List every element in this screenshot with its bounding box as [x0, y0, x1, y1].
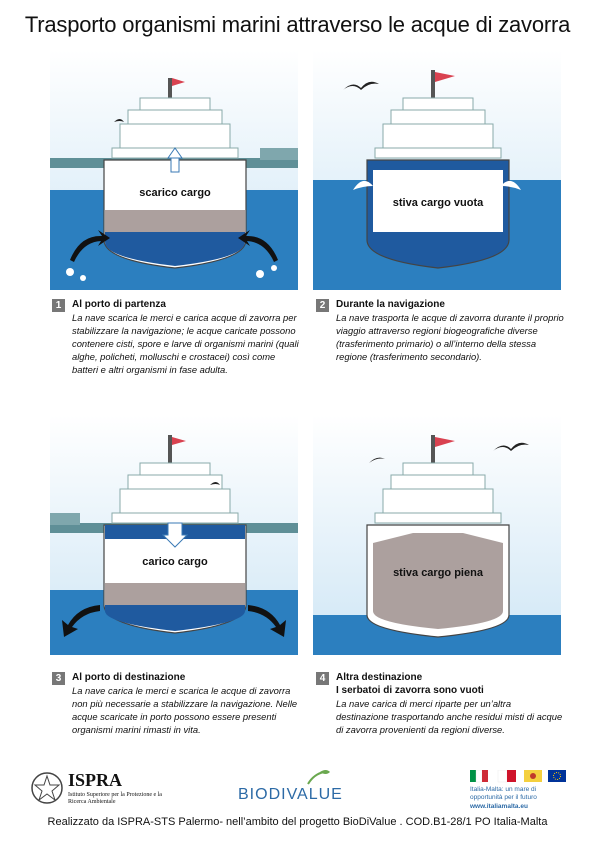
biodivalue-logo: BIODIVALUE: [238, 768, 358, 808]
italia-malta-url: www.italiamalta.eu: [470, 803, 528, 810]
caption-step-2: 2 Durante la navigazione La nave traspor…: [316, 298, 566, 363]
bird: [210, 482, 220, 485]
up-arrow: [167, 147, 183, 173]
page-title: Trasporto organismi marini attraverso le…: [24, 12, 571, 37]
flag: [435, 437, 455, 447]
caption-heading: Altra destinazione: [336, 672, 423, 683]
step-number: 2: [316, 299, 329, 312]
panel-label: carico cargo: [142, 556, 208, 568]
cargo-hold: [105, 583, 245, 605]
panel-label: stiva cargo piena: [393, 567, 484, 579]
illustration-destination-port: carico cargo: [50, 415, 298, 655]
dock-building: [260, 148, 298, 160]
flag: [172, 437, 186, 445]
dock-building: [50, 513, 80, 525]
step-number: 4: [316, 672, 329, 685]
full-cargo-hold: [373, 533, 503, 629]
step-number: 3: [52, 672, 65, 685]
illustration-departure-port: scarico cargo: [50, 50, 298, 290]
flag: [172, 78, 185, 86]
illustration-other-destination: stiva cargo piena: [313, 415, 561, 655]
italia-malta-slogan: Italia-Malta: un mare di opportunità per…: [470, 786, 537, 801]
credits-footer: Realizzato da ISPRA-STS Palermo- nell’am…: [47, 816, 548, 828]
caption-heading: Al porto di destinazione: [72, 672, 186, 683]
ispra-subtitle: Istituto Superiore per la Protezione e l…: [68, 792, 162, 805]
bird: [353, 457, 385, 465]
bow-wave-right: [501, 180, 521, 190]
illustration-navigation: stiva cargo vuota: [313, 50, 561, 290]
ispra-logo: ISPRA Istituto Superiore per la Protezio…: [30, 770, 170, 810]
caption-heading: Al porto di partenza: [72, 299, 166, 310]
biodivalue-name: BIODIVALUE: [238, 786, 343, 803]
flag: [435, 72, 455, 82]
caption-body: La nave carica di merci riparte per un’a…: [336, 698, 563, 735]
flags-icon: [470, 769, 566, 783]
bird: [493, 442, 529, 451]
caption-step-3: 3 Al porto di destinazione La nave caric…: [52, 671, 302, 736]
bow-wave-left: [353, 180, 373, 190]
caption-subheading: I serbatoi di zavorra sono vuoti: [336, 685, 484, 696]
emblem-icon: [31, 772, 63, 804]
caption-body: La nave scarica le merci e carica acque …: [72, 312, 299, 375]
leaf-icon: [307, 770, 330, 785]
step-number: 1: [52, 299, 65, 312]
panel-label: scarico cargo: [139, 187, 211, 199]
down-arrow: [161, 522, 189, 548]
caption-body: La nave trasporta le acque di zavorra du…: [336, 312, 564, 362]
cargo-hold: [105, 210, 245, 232]
ballast-tank: [105, 605, 245, 631]
italia-malta-logo: Italia-Malta: un mare di opportunità per…: [470, 769, 570, 810]
inflow-arrow-right: [238, 230, 278, 262]
caption-body: La nave carica le merci e scarica le acq…: [72, 685, 298, 735]
caption-step-1: 1 Al porto di partenza La nave scarica l…: [52, 298, 302, 376]
panel-label: stiva cargo vuota: [393, 197, 484, 209]
caption-step-4: 4 Altra destinazione I serbatoi di zavor…: [316, 671, 566, 736]
empty-cargo-hold: [373, 170, 503, 232]
caption-heading: Durante la navigazione: [336, 299, 445, 310]
ballast-tank: [105, 232, 245, 266]
bird: [343, 81, 379, 90]
outflow-arrow-right: [248, 605, 286, 637]
ispra-name: ISPRA: [68, 770, 123, 790]
outflow-arrow-left: [62, 605, 100, 637]
inflow-arrow-left: [70, 230, 110, 262]
bird: [114, 119, 124, 122]
